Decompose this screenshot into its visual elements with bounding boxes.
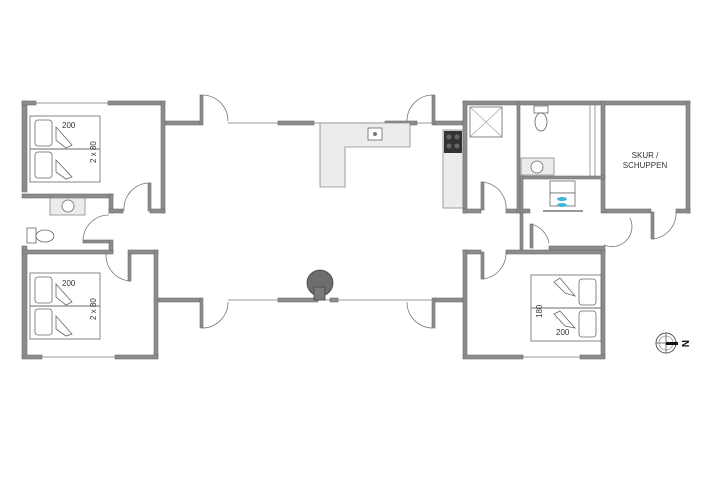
windows-left-wing — [36, 102, 115, 358]
washbasin-icon — [49, 197, 86, 216]
bed-width-label: 180 — [535, 304, 544, 318]
compass-north-label: N — [679, 340, 690, 347]
windows-right-wing — [523, 356, 580, 358]
washing-machine-icon — [543, 180, 583, 212]
shed-label-line1: SKUR / — [632, 151, 659, 160]
washbasin-icon — [520, 157, 555, 176]
bed-bottom-right: 180 200 — [530, 274, 602, 342]
bed-bottom-left: 200 2 x 80 — [29, 272, 101, 340]
walls-right-wing — [462, 100, 691, 360]
bed-width-label: 2 x 80 — [89, 298, 98, 320]
bed-length-label: 200 — [62, 279, 76, 288]
compass-icon: N — [655, 332, 690, 354]
shower — [469, 106, 503, 138]
stove-icon — [444, 131, 462, 153]
bed-length-label: 200 — [62, 121, 76, 130]
walls-left-wing — [21, 100, 201, 360]
bed-top-left: 200 2 x 80 — [29, 115, 101, 183]
fireplace-icon — [306, 269, 334, 301]
doors — [82, 94, 677, 329]
bed-length-label: 200 — [556, 328, 570, 337]
kitchen-counter — [442, 129, 464, 209]
stairs — [589, 105, 596, 176]
bed-width-label: 2 x 80 — [89, 141, 98, 163]
shed-label-line2: SCHUPPEN — [623, 161, 668, 170]
toilet-icon — [26, 227, 55, 244]
kitchen-island — [319, 122, 411, 188]
toilet-icon — [533, 105, 549, 132]
